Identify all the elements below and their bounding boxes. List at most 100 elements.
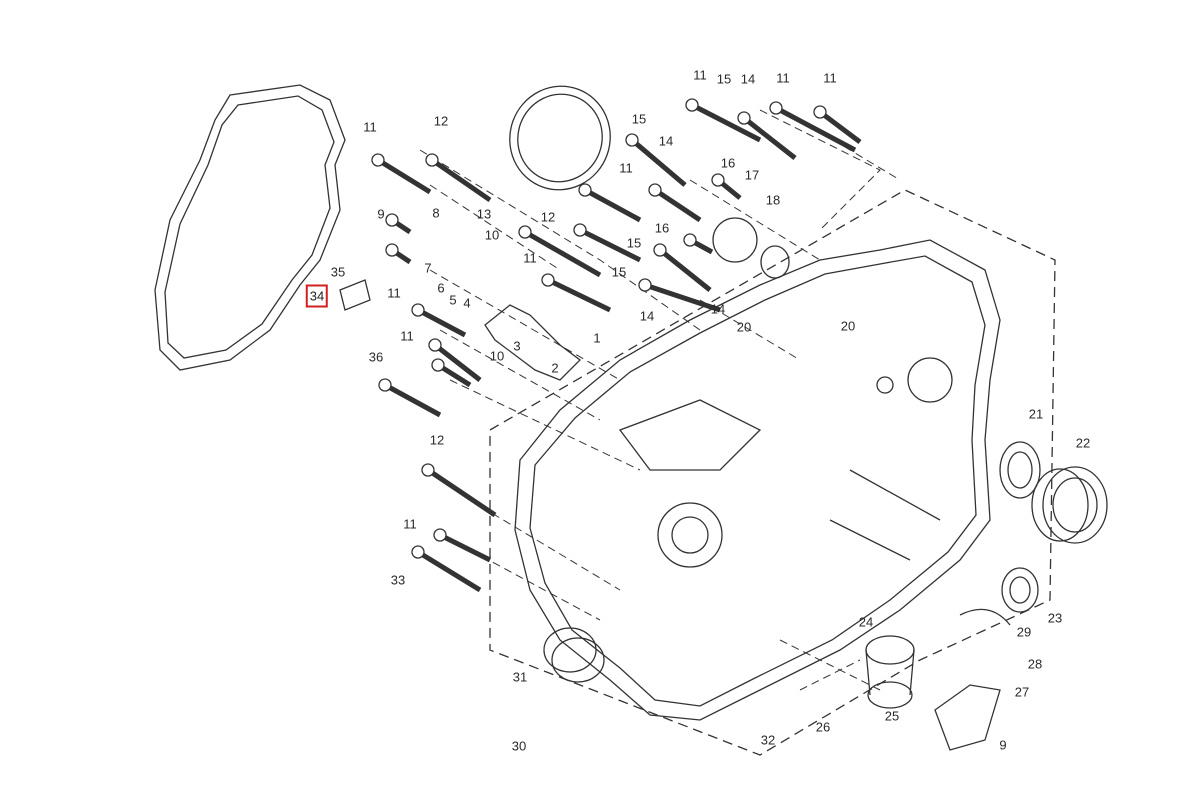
callout-2: 2: [551, 360, 559, 376]
callout-25: 25: [884, 708, 900, 724]
bolt: [774, 105, 857, 153]
bolt-head: [431, 358, 445, 372]
callout-14: 14: [639, 308, 655, 324]
bolt-head: [625, 133, 639, 147]
callout-18: 18: [765, 192, 781, 208]
bolt: [426, 467, 497, 518]
bolt-head: [685, 98, 699, 112]
bolt-head: [638, 278, 652, 292]
bolt-head: [428, 338, 442, 352]
callout-11: 11: [387, 285, 401, 301]
bolt: [742, 116, 797, 160]
bolt-head: [541, 273, 555, 287]
bolt: [818, 110, 862, 144]
bolt-head: [425, 153, 439, 167]
bolt: [630, 138, 687, 187]
bolt: [376, 157, 432, 195]
bolt-head: [411, 303, 425, 317]
callout-35: 35: [330, 264, 346, 280]
bolt: [433, 343, 482, 382]
callout-14: 14: [658, 133, 674, 149]
bolt-head: [385, 243, 399, 257]
callout-1: 1: [593, 330, 601, 346]
callout-15: 15: [631, 111, 647, 127]
callout-14: 14: [740, 71, 756, 87]
callout-11: 11: [400, 328, 414, 344]
crankcase: [514, 239, 1001, 721]
callout-17: 17: [744, 167, 760, 183]
bolt-head: [421, 463, 435, 477]
callout-22: 22: [1075, 435, 1091, 451]
bolt: [690, 102, 762, 143]
callout-11: 11: [403, 516, 417, 532]
callout-8: 8: [432, 205, 440, 221]
bolt-head: [378, 378, 392, 392]
bolt: [416, 549, 482, 593]
callout-4: 4: [463, 295, 471, 311]
bolt-head: [385, 213, 399, 227]
callout-12: 12: [429, 432, 445, 448]
bolt-head: [737, 111, 751, 125]
callout-13: 13: [476, 206, 492, 222]
callout-28: 28: [1027, 656, 1043, 672]
bolt: [644, 282, 721, 313]
bolt-head: [433, 528, 447, 542]
callout-20: 20: [840, 318, 856, 334]
callout-32: 32: [760, 732, 776, 748]
bolt: [416, 307, 467, 338]
callout-11: 11: [363, 119, 377, 135]
callout-16: 16: [654, 220, 670, 236]
callout-33: 33: [390, 572, 406, 588]
callout-11: 11: [776, 70, 790, 86]
bolt: [438, 532, 492, 563]
callout-29: 29: [1016, 624, 1032, 640]
callout-11: 11: [523, 250, 537, 266]
bolt: [430, 157, 492, 203]
callout-14: 14: [710, 301, 726, 317]
bolt-head: [683, 233, 697, 247]
callout-15: 15: [716, 71, 732, 87]
bolt-head: [813, 105, 827, 119]
bolt: [546, 277, 612, 313]
bolt-head: [648, 183, 662, 197]
callout-10: 10: [484, 227, 500, 243]
bolt-head: [578, 183, 592, 197]
bolt: [658, 248, 712, 292]
callout-34: 34: [305, 284, 329, 308]
bolt-head: [371, 153, 385, 167]
callout-9: 9: [999, 737, 1007, 753]
callout-11: 11: [823, 70, 837, 86]
cover-gasket: [154, 84, 346, 371]
callout-15: 15: [626, 235, 642, 251]
callout-21: 21: [1028, 406, 1044, 422]
callout-5: 5: [449, 292, 457, 308]
callout-16: 16: [720, 155, 736, 171]
bolt: [383, 382, 442, 418]
callout-26: 26: [815, 719, 831, 735]
bolt-head: [573, 223, 587, 237]
callout-11: 11: [619, 160, 633, 176]
bolt: [653, 187, 702, 223]
callout-10: 10: [489, 348, 505, 364]
callout-12: 12: [433, 113, 449, 129]
bolt-head: [518, 225, 532, 239]
callout-24: 24: [858, 614, 874, 630]
callout-15: 15: [611, 264, 627, 280]
bolt: [583, 187, 642, 223]
bolt-head: [653, 243, 667, 257]
callout-11: 11: [693, 67, 707, 83]
callout-3: 3: [513, 338, 521, 354]
callout-23: 23: [1047, 610, 1063, 626]
callout-6: 6: [437, 280, 445, 296]
callout-31: 31: [512, 669, 528, 685]
callout-12: 12: [540, 209, 556, 225]
callout-9: 9: [377, 206, 385, 222]
callout-7: 7: [424, 260, 432, 276]
bolt-head: [769, 101, 783, 115]
bolt: [578, 227, 642, 263]
callout-36: 36: [368, 349, 384, 365]
callout-20: 20: [736, 319, 752, 335]
callout-27: 27: [1014, 684, 1030, 700]
